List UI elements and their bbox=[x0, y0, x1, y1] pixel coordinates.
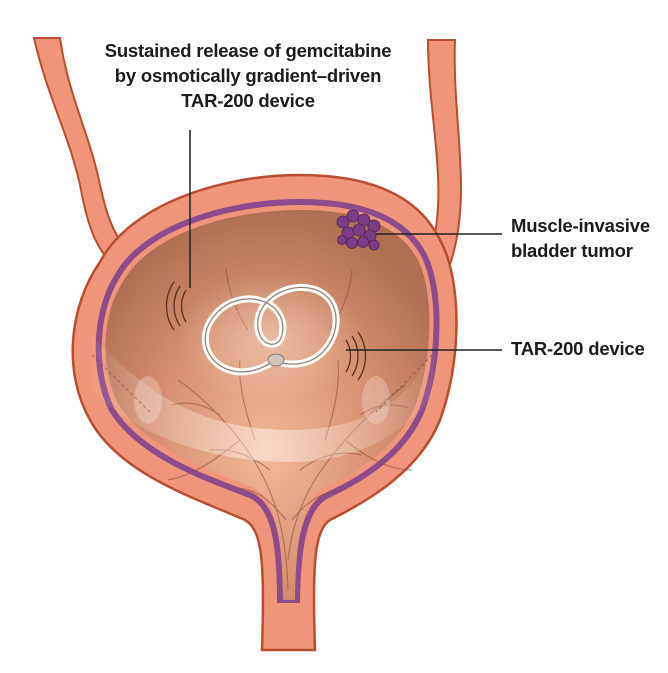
right-beam-edge bbox=[375, 354, 433, 413]
bladder-mucosa bbox=[95, 198, 440, 603]
release-label-line-2: by osmotically gradient–driven bbox=[114, 65, 382, 86]
release-waves bbox=[165, 281, 367, 381]
device-label-line-1: TAR-200 device bbox=[511, 338, 645, 359]
right-beam-end bbox=[362, 376, 390, 424]
left-beam-end bbox=[134, 376, 162, 424]
release-label: Sustained release of gemcitabine by osmo… bbox=[88, 38, 408, 113]
diffusion-beam bbox=[92, 335, 435, 462]
tumor-label: Muscle-invasive bladder tumor bbox=[511, 213, 650, 263]
tumor-label-line-1: Muscle-invasive bbox=[511, 215, 650, 236]
tumor-label-line-2: bladder tumor bbox=[511, 240, 633, 261]
device-label: TAR-200 device bbox=[511, 336, 645, 361]
release-label-line-1: Sustained release of gemcitabine bbox=[104, 40, 392, 61]
left-beam-edge bbox=[91, 354, 151, 413]
release-label-line-3: TAR-200 device bbox=[181, 90, 315, 111]
tumor-cluster-icon bbox=[336, 209, 381, 251]
tar200-device-icon bbox=[201, 283, 340, 376]
